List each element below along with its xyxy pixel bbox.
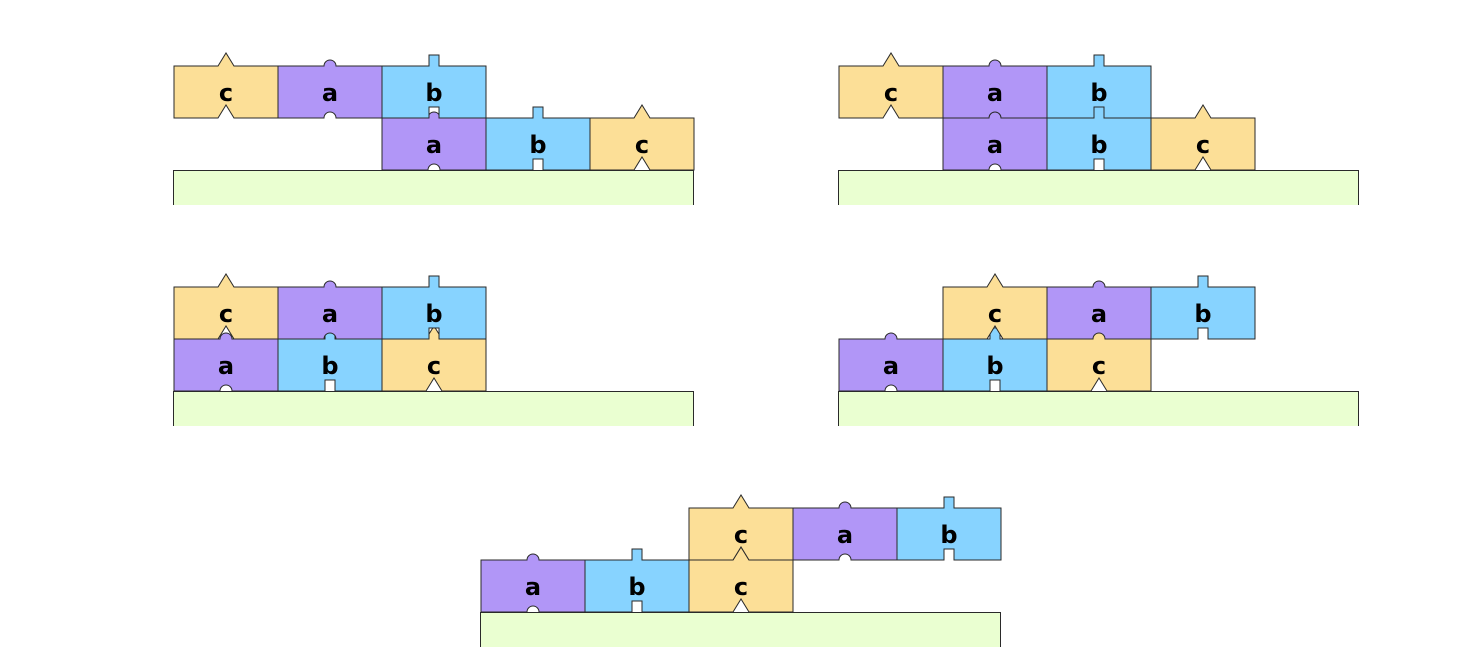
ground-outline: [480, 612, 1001, 647]
piece-label: c: [219, 79, 233, 107]
piece-label: c: [427, 352, 441, 380]
piece-b: b: [1150, 275, 1256, 340]
piece-b-shape: [896, 496, 1002, 561]
piece-c: c: [942, 273, 1048, 340]
ground-outline: [838, 170, 1359, 205]
ground-block: [838, 391, 1359, 426]
bottom-row: a b c: [480, 546, 794, 613]
piece-a: a: [480, 553, 586, 613]
piece-a: a: [173, 332, 279, 392]
piece-b: b: [584, 548, 690, 613]
piece-c: c: [589, 104, 695, 171]
piece-a: a: [792, 501, 898, 561]
piece-c: c: [173, 273, 279, 340]
piece-b: b: [896, 496, 1002, 561]
piece-label: b: [425, 300, 442, 328]
piece-c: c: [1046, 325, 1152, 392]
piece-a: a: [838, 332, 944, 392]
piece-label: b: [628, 573, 645, 601]
piece-c: c: [838, 52, 944, 119]
piece-label: a: [525, 573, 541, 601]
piece-label: b: [529, 131, 546, 159]
piece-label: a: [837, 521, 853, 549]
piece-label: a: [1091, 300, 1107, 328]
piece-label: a: [322, 79, 338, 107]
piece-label: b: [940, 521, 957, 549]
piece-label: b: [1090, 79, 1107, 107]
ground-block: [173, 170, 694, 205]
piece-label: b: [1194, 300, 1211, 328]
piece-c-shape: [381, 325, 487, 392]
piece-c: c: [688, 546, 794, 613]
panel-5: a b cc a b: [480, 494, 1002, 647]
piece-b-shape: [1150, 275, 1256, 340]
piece-label: a: [987, 131, 1003, 159]
piece-label: c: [1092, 352, 1106, 380]
piece-label: a: [883, 352, 899, 380]
piece-label: b: [321, 352, 338, 380]
piece-label: c: [734, 573, 748, 601]
piece-label: c: [734, 521, 748, 549]
piece-label: c: [635, 131, 649, 159]
ground-block: [838, 170, 1359, 205]
piece-b-shape: [1046, 54, 1152, 119]
piece-b-shape: [381, 275, 487, 340]
piece-c-shape: [589, 104, 695, 171]
piece-b: b: [1046, 54, 1152, 119]
piece-c: c: [173, 52, 279, 119]
piece-a: a: [1046, 280, 1152, 340]
bottom-row: a b c: [942, 104, 1256, 171]
piece-label: a: [218, 352, 234, 380]
piece-label: b: [986, 352, 1003, 380]
piece-label: c: [219, 300, 233, 328]
piece-label: a: [426, 131, 442, 159]
piece-c: c: [381, 325, 487, 392]
ground-block: [173, 391, 694, 426]
piece-a: a: [942, 111, 1048, 171]
ground-outline: [173, 391, 694, 426]
piece-a: a: [381, 111, 487, 171]
piece-label: c: [884, 79, 898, 107]
piece-a: a: [942, 59, 1048, 119]
piece-b-shape: [381, 54, 487, 119]
bottom-row: a b c: [173, 325, 487, 392]
bottom-row: a b c: [838, 325, 1152, 392]
piece-label: a: [322, 300, 338, 328]
piece-b: b: [381, 275, 487, 340]
panel-2: a b c c a b: [838, 52, 1359, 205]
piece-c: c: [688, 494, 794, 561]
piece-c-shape: [1150, 104, 1256, 171]
ground-outline: [838, 391, 1359, 426]
piece-a: a: [277, 59, 383, 119]
ground-outline: [173, 170, 694, 205]
piece-a: a: [277, 280, 383, 340]
piece-b: b: [485, 106, 591, 171]
bottom-row: a b c: [381, 104, 695, 171]
piece-label: b: [1090, 131, 1107, 159]
ground-block: [480, 612, 1001, 647]
piece-c: c: [1150, 104, 1256, 171]
piece-label: c: [988, 300, 1002, 328]
piece-label: b: [425, 79, 442, 107]
piece-label: c: [1196, 131, 1210, 159]
piece-b: b: [381, 54, 487, 119]
piece-b: b: [277, 327, 383, 392]
piece-label: a: [987, 79, 1003, 107]
